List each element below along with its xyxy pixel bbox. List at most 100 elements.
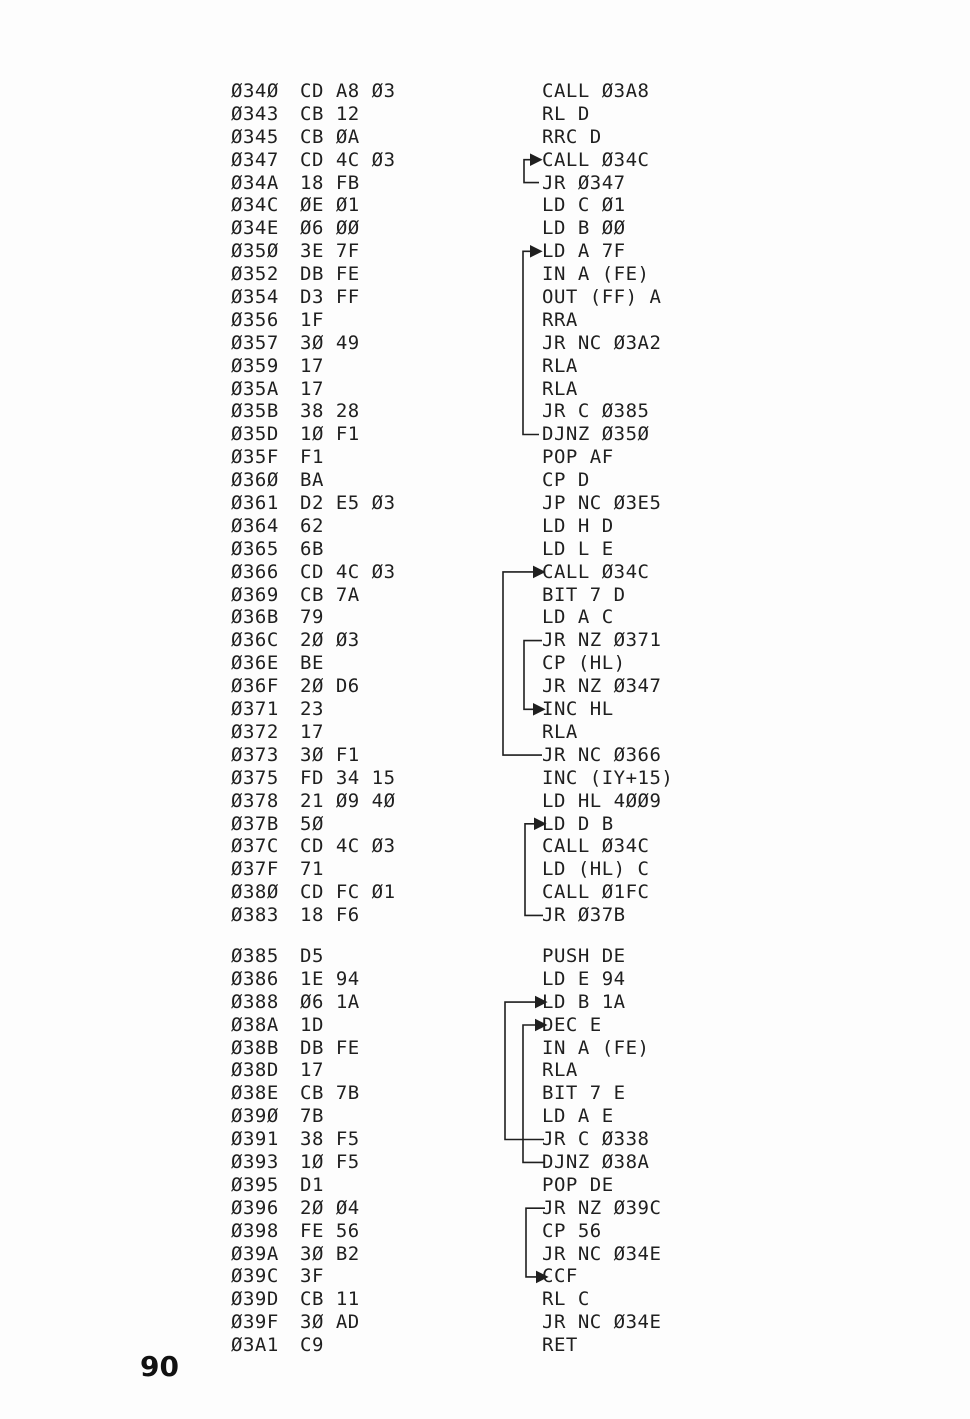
machine-code-cell: 38 F5 [300, 1128, 360, 1151]
instruction-cell: DEC E [542, 1013, 602, 1036]
machine-code-cell: D1 [300, 1173, 324, 1196]
djnz-loop-0350-arrow [522, 244, 543, 436]
machine-code-cell: 62 [300, 514, 324, 537]
instruction-cell: PUSH DE [542, 944, 626, 967]
machine-code-cell: BA [300, 469, 324, 492]
address-cell: Ø354 [231, 286, 279, 309]
instruction-cell: RL C [542, 1288, 590, 1311]
machine-code-cell: DB FE [300, 263, 360, 286]
instruction-cell: LD C Ø1 [542, 194, 626, 217]
instruction-cell: RET [542, 1334, 578, 1357]
address-cell: Ø39C [231, 1265, 279, 1288]
machine-code-cell: 3Ø AD [300, 1311, 360, 1334]
address-cell: Ø383 [231, 904, 279, 927]
address-cell: Ø38E [231, 1082, 279, 1105]
machine-code-cell: 2Ø Ø4 [300, 1196, 360, 1219]
address-cell: Ø343 [231, 102, 279, 125]
instruction-cell: JR Ø347 [542, 171, 626, 194]
address-cell: Ø34C [231, 194, 279, 217]
address-cell: Ø37B [231, 812, 279, 835]
address-cell: Ø361 [231, 492, 279, 515]
address-cell: Ø385 [231, 944, 279, 967]
instruction-cell: CALL Ø34C [542, 560, 650, 583]
machine-code-cell: CD 4C Ø3 [300, 148, 396, 171]
address-cell: Ø393 [231, 1150, 279, 1173]
machine-code-cell: 1D [300, 1013, 324, 1036]
instruction-cell: RRA [542, 308, 578, 331]
instruction-cell: RLA [542, 377, 578, 400]
machine-code-cell: 1Ø F1 [300, 423, 360, 446]
address-cell: Ø38A [231, 1013, 279, 1036]
address-cell: Ø34E [231, 217, 279, 240]
machine-code-cell: ØE Ø1 [300, 194, 360, 217]
instruction-cell: LD (HL) C [542, 858, 650, 881]
machine-code-cell: Ø6 1A [300, 990, 360, 1013]
address-cell: Ø378 [231, 789, 279, 812]
instruction-cell: LD B ØØ [542, 217, 626, 240]
address-cell: Ø35B [231, 400, 279, 423]
machine-code-cell: CB 7B [300, 1082, 360, 1105]
address-cell: Ø373 [231, 743, 279, 766]
instruction-cell: CCF [542, 1265, 578, 1288]
machine-code-cell: 38 28 [300, 400, 360, 423]
address-cell: Ø3A1 [231, 1334, 279, 1357]
machine-code-cell: 18 F6 [300, 904, 360, 927]
instruction-cell: JR NC Ø366 [542, 743, 662, 766]
machine-code-cell: 1E 94 [300, 967, 360, 990]
address-cell: Ø371 [231, 698, 279, 721]
instruction-cell: RRC D [542, 125, 602, 148]
machine-code-cell: BE [300, 652, 324, 675]
instruction-cell: JR NZ Ø371 [542, 629, 662, 652]
machine-code-cell: 17 [300, 354, 324, 377]
address-cell: Ø347 [231, 148, 279, 171]
instruction-cell: POP AF [542, 446, 614, 469]
instruction-cell: JR Ø37B [542, 904, 626, 927]
machine-code-cell: FE 56 [300, 1219, 360, 1242]
address-cell: Ø34A [231, 171, 279, 194]
address-cell: Ø35D [231, 423, 279, 446]
address-cell: Ø37F [231, 858, 279, 881]
address-cell: Ø369 [231, 583, 279, 606]
instruction-cell: LD HL 4ØØ9 [542, 789, 662, 812]
address-cell: Ø391 [231, 1128, 279, 1151]
machine-code-cell: 6B [300, 537, 324, 560]
instruction-cell: CP (HL) [542, 652, 626, 675]
machine-code-cell: DB FE [300, 1036, 360, 1059]
machine-code-cell: D3 FF [300, 286, 360, 309]
address-cell: Ø366 [231, 560, 279, 583]
instruction-cell: JR NC Ø3A2 [542, 331, 662, 354]
machine-code-cell: 1Ø F5 [300, 1150, 360, 1173]
machine-code-cell: F1 [300, 446, 324, 469]
address-cell: Ø39A [231, 1242, 279, 1265]
instruction-cell: IN A (FE) [542, 1036, 650, 1059]
address-cell: Ø36C [231, 629, 279, 652]
address-cell: Ø36Ø [231, 469, 279, 492]
instruction-cell: CALL Ø34C [542, 835, 650, 858]
address-cell: Ø395 [231, 1173, 279, 1196]
machine-code-cell: 7B [300, 1105, 324, 1128]
machine-code-cell: 79 [300, 606, 324, 629]
address-cell: Ø357 [231, 331, 279, 354]
instruction-cell: RLA [542, 720, 578, 743]
address-cell: Ø365 [231, 537, 279, 560]
instruction-cell: INC (IY+15) [542, 766, 674, 789]
page-number: 90 [140, 1350, 179, 1383]
instruction-cell: DJNZ Ø35Ø [542, 423, 650, 446]
instruction-cell: POP DE [542, 1173, 614, 1196]
machine-code-cell: CB ØA [300, 125, 360, 148]
instruction-cell: LD A E [542, 1105, 614, 1128]
instruction-cell: JP NC Ø3E5 [542, 492, 662, 515]
machine-code-cell: 18 FB [300, 171, 360, 194]
instruction-cell: LD D B [542, 812, 614, 835]
jr-loop-0347-arrow [523, 153, 543, 184]
instruction-cell: DJNZ Ø38A [542, 1150, 650, 1173]
address-cell: Ø34Ø [231, 80, 279, 102]
address-cell: Ø36F [231, 675, 279, 698]
address-cell: Ø345 [231, 125, 279, 148]
instruction-cell: JR C Ø338 [542, 1128, 650, 1151]
machine-code-cell: 3Ø F1 [300, 743, 360, 766]
machine-code-cell: 2Ø D6 [300, 675, 360, 698]
machine-code-cell: 71 [300, 858, 324, 881]
address-cell: Ø396 [231, 1196, 279, 1219]
